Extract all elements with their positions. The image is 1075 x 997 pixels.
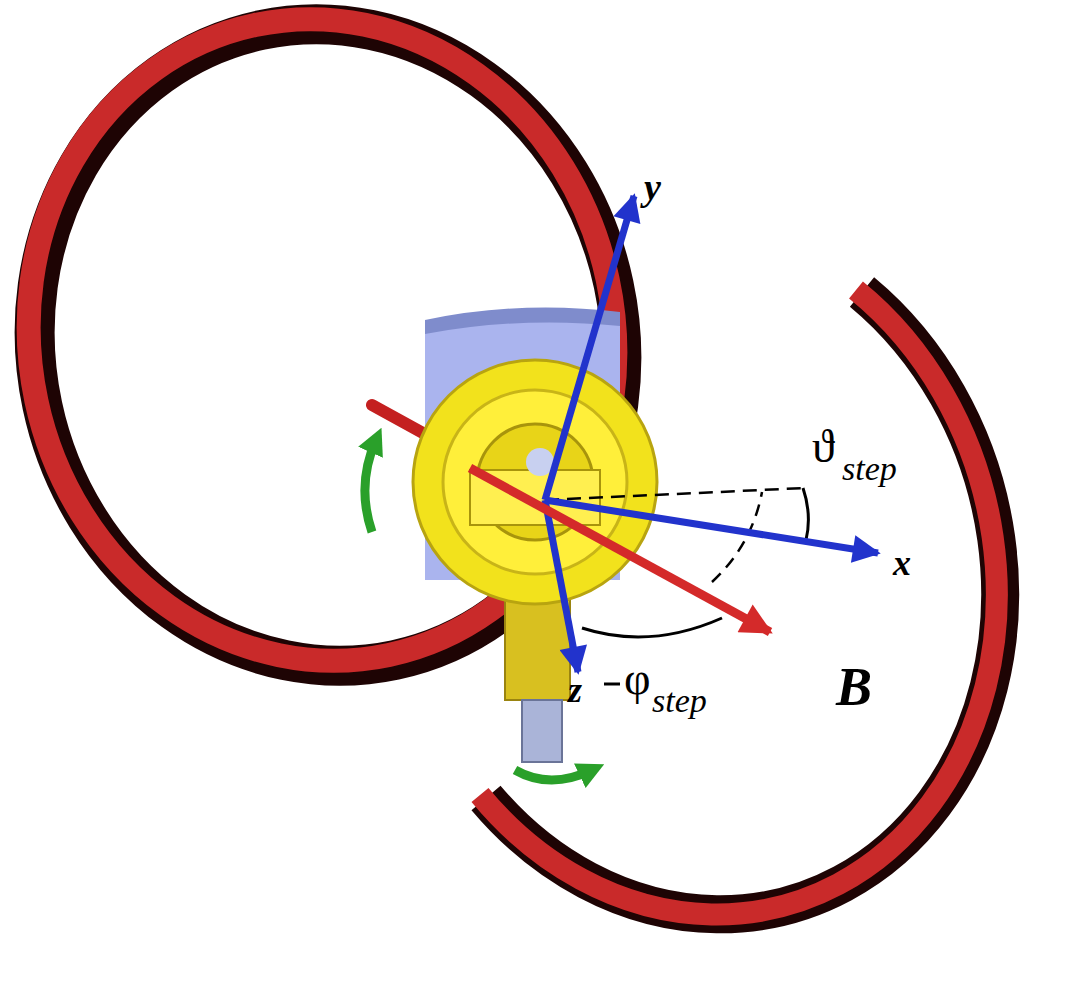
vector-label: B [836, 660, 872, 714]
left-coil [0, 0, 681, 721]
angle-subscript: step [652, 684, 707, 718]
rotation-arrow [515, 770, 592, 780]
theta-reference-line [545, 488, 805, 500]
theta-angle-arc [803, 488, 808, 540]
axis-label: z [568, 672, 582, 708]
sample-holder [413, 360, 657, 762]
axis-label: y [644, 168, 661, 206]
projection-arc [712, 492, 762, 582]
angle-symbol: ϑ [812, 424, 835, 470]
phi-leader [604, 683, 620, 686]
field-vector [470, 468, 770, 632]
angle-subscript: step [842, 452, 897, 486]
angle-symbol: φ [624, 656, 651, 702]
phi-angle-arc [582, 618, 722, 637]
axis-label: x [893, 545, 911, 581]
rotation-arrow [365, 440, 376, 532]
right-coil [480, 290, 1000, 914]
